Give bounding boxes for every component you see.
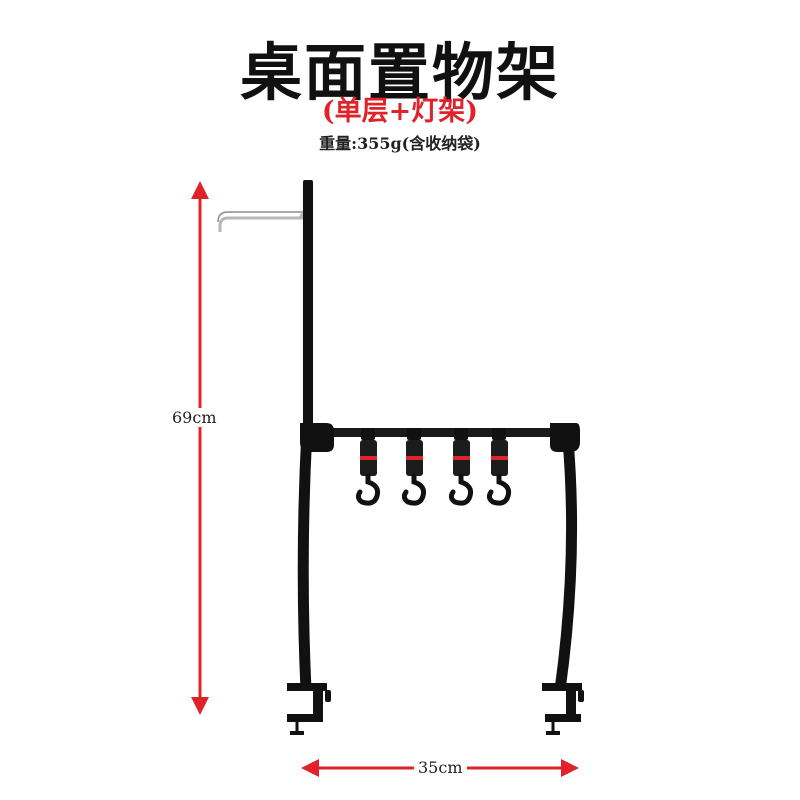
crossbar bbox=[300, 423, 580, 452]
product-subtitle: (单层+灯架) bbox=[321, 96, 479, 127]
height-label: 69cm bbox=[168, 408, 221, 427]
width-label: 35cm bbox=[414, 758, 467, 777]
hook-3 bbox=[448, 428, 474, 506]
product-weight: 重量:355g(含收纳袋) bbox=[319, 134, 481, 153]
hook-4 bbox=[486, 428, 512, 506]
hook-1 bbox=[355, 428, 381, 506]
hook-2 bbox=[401, 428, 427, 506]
left-pole bbox=[297, 180, 313, 691]
right-clamp bbox=[542, 683, 584, 735]
lantern-hook-arm bbox=[217, 197, 314, 232]
product-title: 桌面置物架 bbox=[239, 36, 560, 109]
left-clamp bbox=[287, 683, 331, 735]
right-pole bbox=[554, 439, 578, 691]
